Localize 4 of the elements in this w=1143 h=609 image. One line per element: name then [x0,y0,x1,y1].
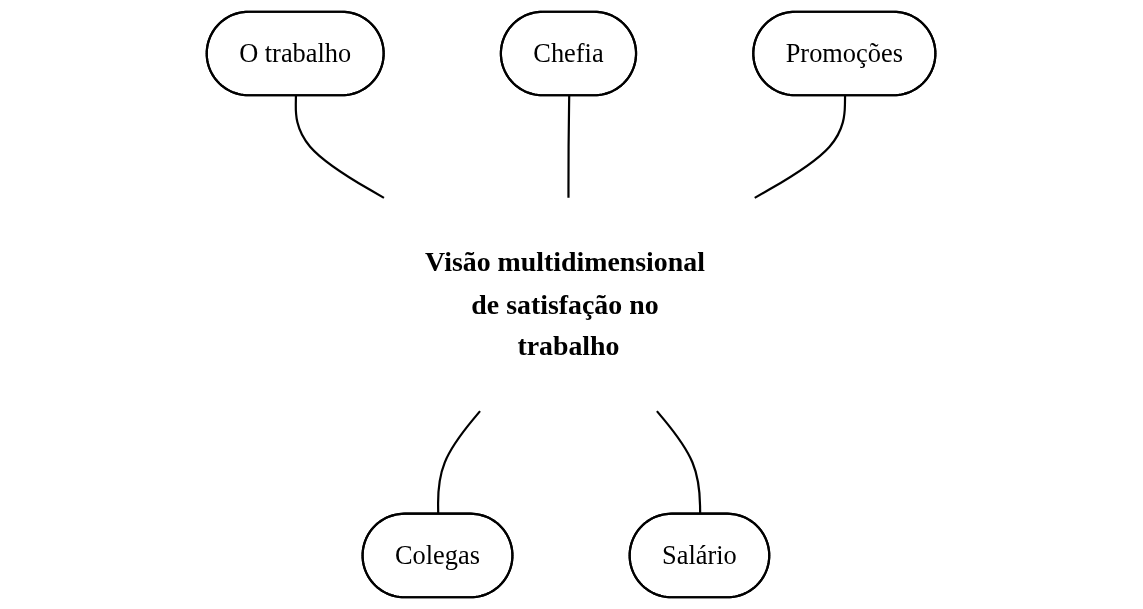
connector [295,96,385,199]
connector [567,96,571,198]
node-text: Visão multidimensional de satisfação no trabalho [425,246,706,361]
connector [754,96,847,199]
